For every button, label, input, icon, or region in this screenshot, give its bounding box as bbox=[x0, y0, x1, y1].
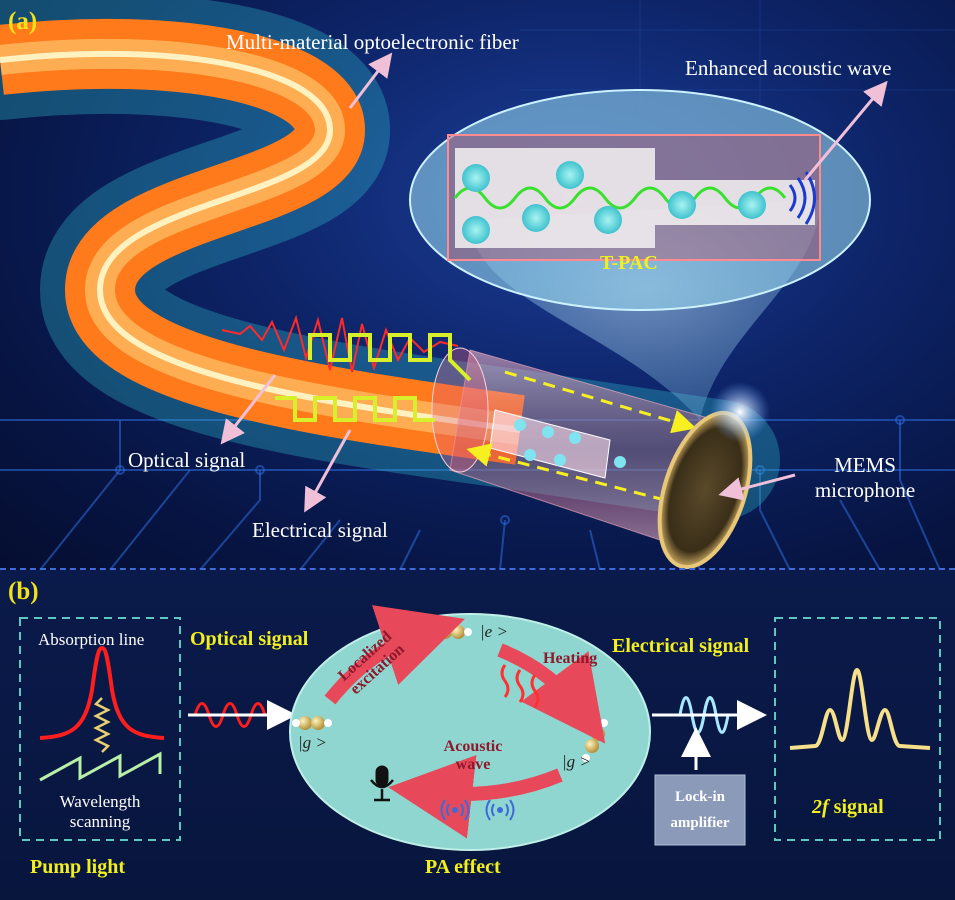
optical-signal-label-b: Optical signal bbox=[190, 628, 309, 650]
acoustic-arrow bbox=[388, 755, 563, 839]
twof-signal-box bbox=[774, 617, 941, 841]
wavelength-scanning-label: Wavelength scanning bbox=[50, 792, 150, 832]
optical-signal-wave bbox=[193, 702, 267, 728]
twof-italic: 2f bbox=[812, 796, 829, 818]
ground-atom-1 bbox=[292, 716, 332, 730]
excitation-arrow bbox=[324, 605, 465, 705]
twof-signal-label: 2f signal bbox=[812, 796, 884, 819]
twof-rest: signal bbox=[828, 796, 884, 818]
excited-state-label: |e > bbox=[480, 622, 508, 641]
lockin-amplifier-box bbox=[654, 774, 746, 846]
acoustic-line1: Acoustic bbox=[443, 738, 503, 755]
heat-waves-icon bbox=[500, 664, 540, 708]
panel-a-illustration bbox=[0, 0, 955, 570]
electrical-signal-label-b: Electrical signal bbox=[612, 635, 750, 657]
absorption-line-curve bbox=[39, 645, 165, 740]
electrical-signal-upper bbox=[308, 333, 472, 382]
wavelength-label-line2: scanning bbox=[69, 812, 131, 831]
mems-label: MEMS microphone bbox=[810, 453, 920, 503]
acoustic-line2: wave bbox=[455, 756, 491, 773]
heating-arrow bbox=[497, 643, 606, 744]
panel-divider bbox=[0, 568, 955, 570]
lockin-line1: Lock-in bbox=[674, 789, 725, 805]
electrical-signal-lower bbox=[275, 396, 435, 422]
sound-wave-icons bbox=[440, 799, 515, 821]
pa-effect-label: PA effect bbox=[425, 856, 501, 878]
electrical-signal-label: Electrical signal bbox=[252, 518, 388, 542]
coil-icon bbox=[93, 697, 111, 753]
enhanced-wave-label: Enhanced acoustic wave bbox=[685, 56, 892, 80]
fiber-label: Multi-material optoelectronic fiber bbox=[226, 30, 519, 54]
ground-state-label-2: |g > bbox=[562, 752, 591, 771]
mems-microphone-disc bbox=[657, 382, 770, 570]
microphone-icon bbox=[370, 765, 394, 802]
panel-a-tag: (a) bbox=[8, 8, 38, 35]
wavelength-sawtooth bbox=[39, 751, 162, 782]
pump-light-label: Pump light bbox=[30, 856, 126, 878]
heating-label: Heating bbox=[543, 650, 598, 667]
panel-b-illustration bbox=[19, 605, 941, 851]
pump-light-box bbox=[19, 617, 181, 841]
mems-label-line2: microphone bbox=[814, 478, 916, 502]
acoustic-wave-label: Acoustic wave bbox=[443, 738, 503, 774]
lockin-amplifier-label: Lock-in amplifier bbox=[655, 784, 745, 836]
panel-b: (b) Absorption line Wavelength scanning … bbox=[0, 570, 955, 900]
lockin-line2: amplifier bbox=[670, 815, 730, 831]
absorption-line-label: Absorption line bbox=[38, 630, 145, 649]
mems-label-line1: MEMS bbox=[834, 453, 896, 477]
panel-b-tag: (b) bbox=[8, 578, 39, 605]
tpac-cell bbox=[447, 134, 821, 261]
panel-a: (a) Multi-material optoelectronic fiber … bbox=[0, 0, 955, 570]
ground-state-label-1: |g > bbox=[298, 733, 327, 752]
tpac-label: T-PAC bbox=[600, 252, 658, 274]
wavelength-label-line1: Wavelength bbox=[59, 792, 141, 811]
optical-signal-label: Optical signal bbox=[128, 448, 246, 472]
twof-signal-curve bbox=[789, 667, 931, 750]
